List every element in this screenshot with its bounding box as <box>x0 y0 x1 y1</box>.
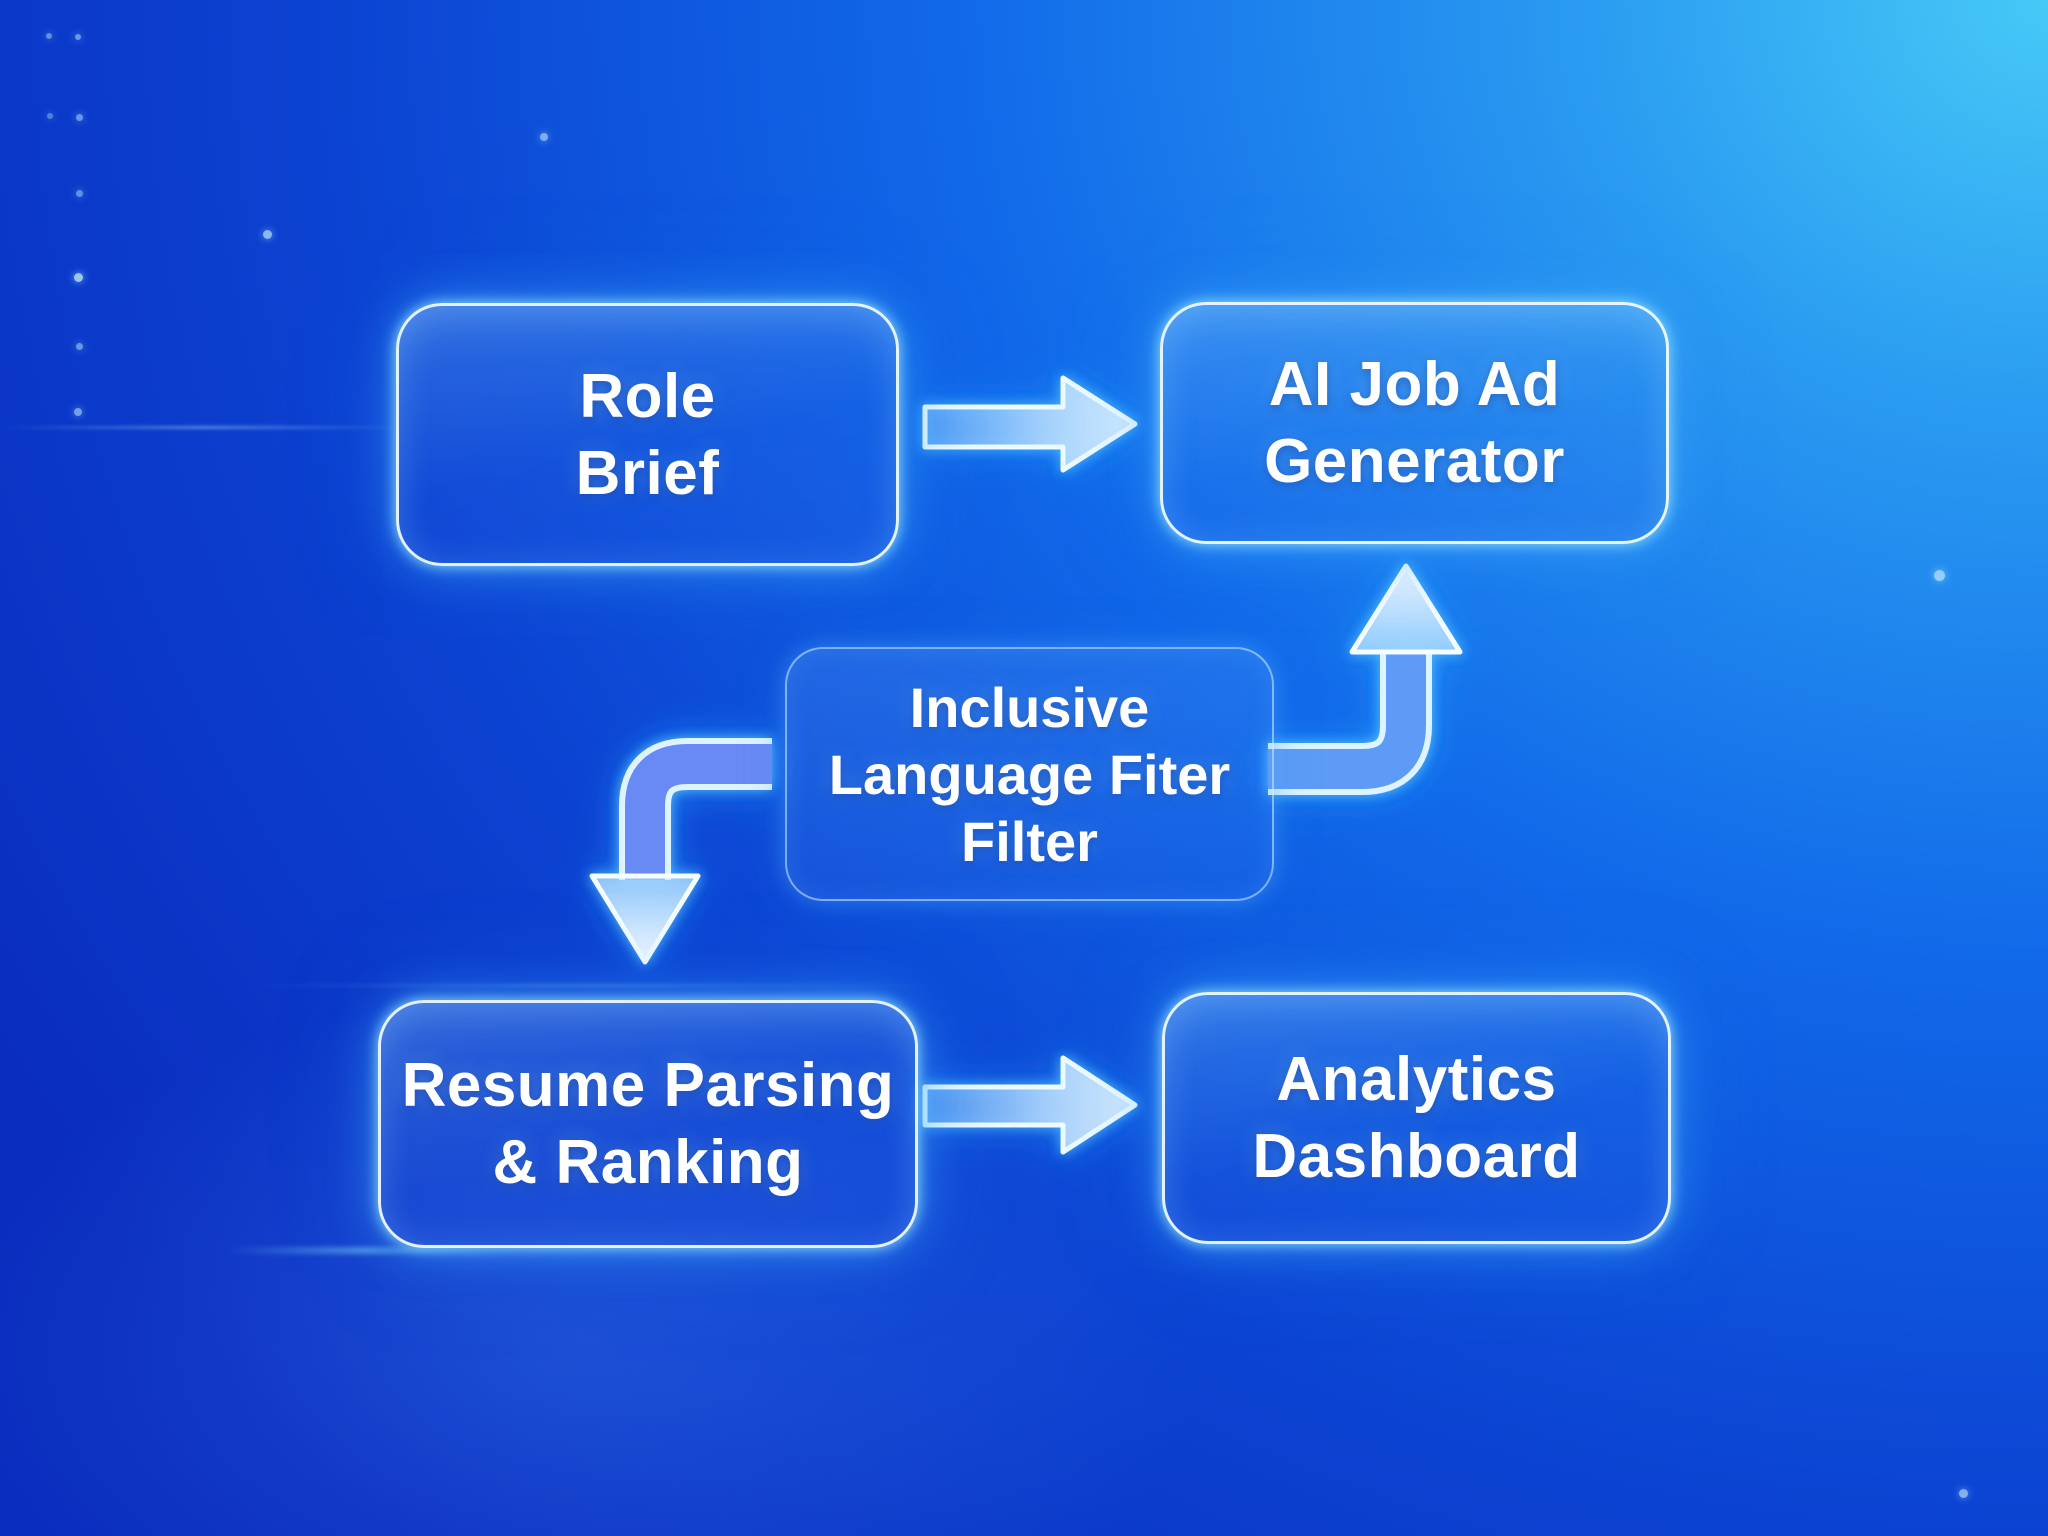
particle-dot <box>76 343 83 350</box>
node-role-brief: Role Brief <box>396 303 899 566</box>
light-streak <box>0 426 410 429</box>
particle-dot <box>76 114 83 121</box>
particle-dot <box>47 113 53 119</box>
node-label-line: Resume Parsing <box>401 1051 895 1120</box>
node-label-line: Filter <box>961 809 1098 873</box>
particle-dot <box>74 408 82 416</box>
particle-dot <box>75 34 81 40</box>
node-label-line: Dashboard <box>1252 1122 1581 1191</box>
node-label-line: Analytics <box>1276 1045 1557 1114</box>
node-resume-parsing-ranking: Resume Parsing & Ranking <box>378 1000 918 1248</box>
particle-dot <box>263 230 272 239</box>
particle-dot <box>540 133 548 141</box>
node-label-line: Inclusive <box>909 675 1150 739</box>
node-label-line: & Ranking <box>492 1128 804 1197</box>
light-streak <box>225 1248 505 1253</box>
particle-dot <box>1934 570 1945 581</box>
node-inclusive-language-filter: Inclusive Language Fiter Filter <box>785 647 1274 901</box>
arrow-curved-up-icon-filter-to-generator <box>1268 563 1463 795</box>
light-streak <box>240 984 940 987</box>
node-label-line: AI Job Ad <box>1268 350 1561 419</box>
node-ai-job-ad-generator: AI Job Ad Generator <box>1160 302 1669 544</box>
node-analytics-dashboard: Analytics Dashboard <box>1162 992 1671 1244</box>
particle-dot <box>1959 1489 1968 1498</box>
node-label-line: Role <box>579 361 716 431</box>
node-label-line: Language Fiter <box>828 742 1231 806</box>
node-label-line: Brief <box>575 438 720 508</box>
particle-dot <box>74 273 83 282</box>
arrow-right-icon-resume-to-analytics <box>922 1055 1138 1155</box>
particle-dot <box>46 33 52 39</box>
particle-dot <box>76 190 83 197</box>
arrow-curved-down-icon-filter-to-resume <box>589 738 772 965</box>
node-label-line: Generator <box>1264 427 1565 496</box>
arrow-right-icon-role-to-generator <box>922 375 1138 473</box>
